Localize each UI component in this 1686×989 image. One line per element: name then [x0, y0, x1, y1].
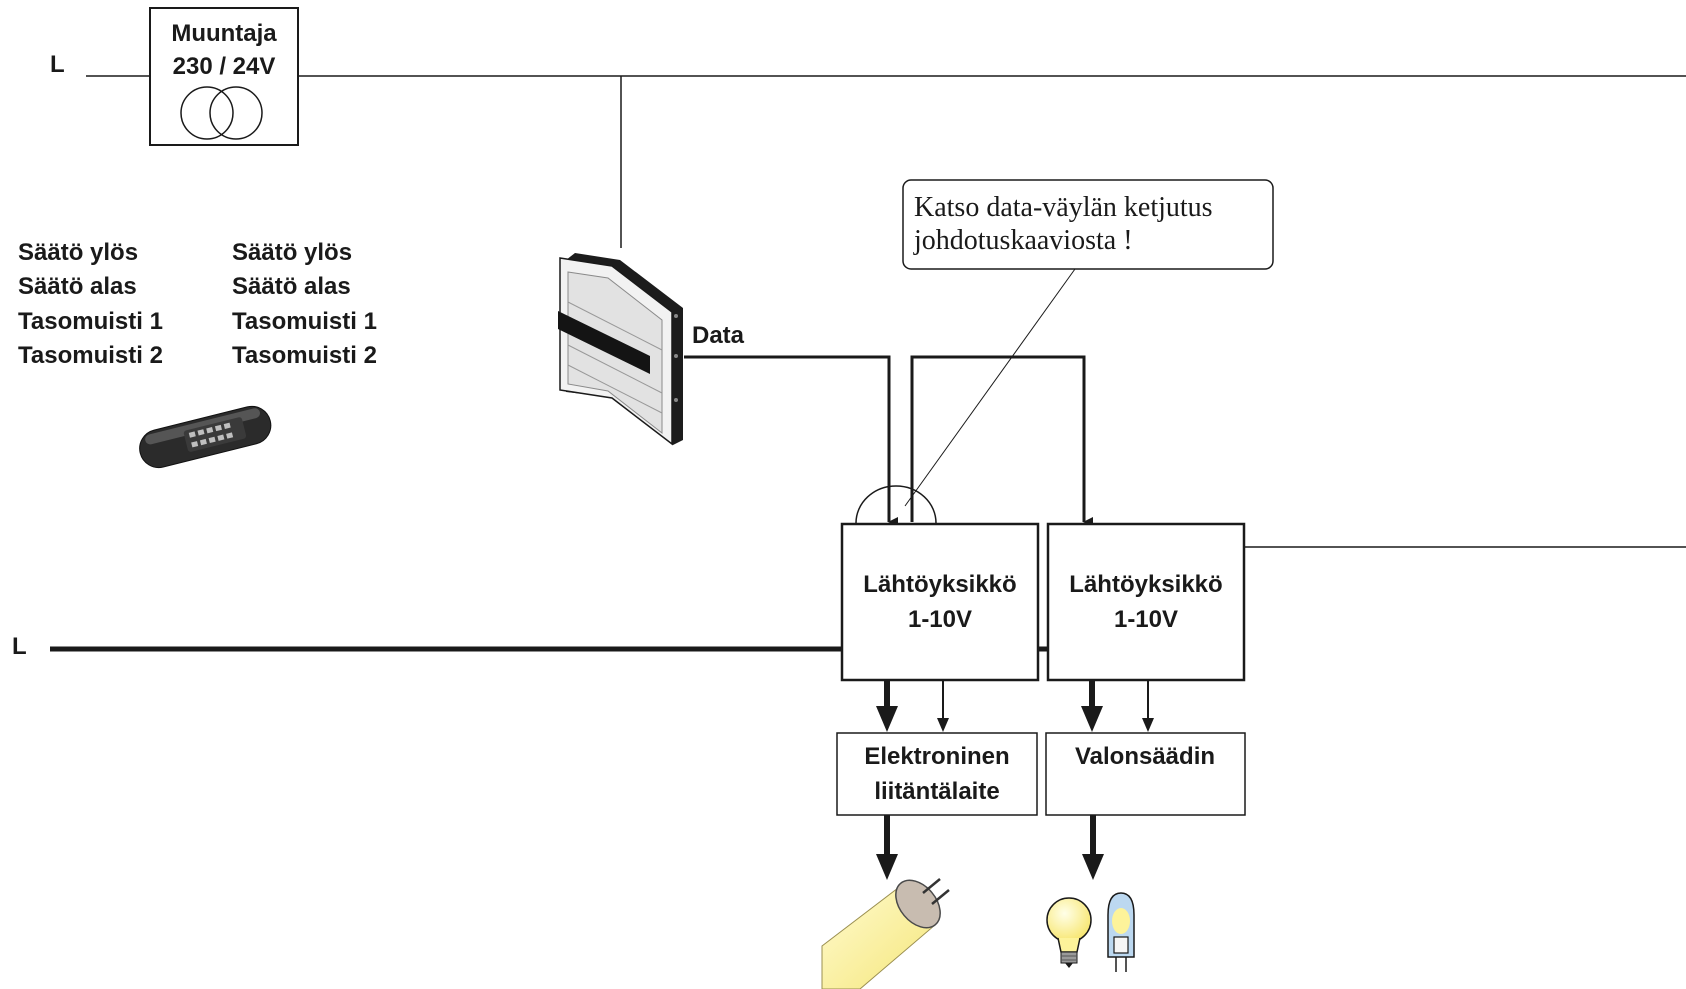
ballast-title-line-2: liitäntälaite: [874, 778, 999, 805]
dimmer-box: Valonsäädin: [1045, 732, 1246, 816]
output-unit-2-title: Lähtöyksikkö: [1069, 571, 1222, 598]
callout-leader: [904, 268, 1076, 507]
light-bulb-icon: [1046, 897, 1092, 968]
output-arrows-unit-1: [876, 680, 949, 732]
fluorescent-tube-icon: [821, 878, 950, 989]
electronic-ballast-box: Elektroninen liitäntälaite: [836, 732, 1038, 816]
data-bus-line-1: [684, 355, 898, 527]
button-label: Tasomuisti 2: [18, 342, 163, 369]
button-label: Säätö ylös: [18, 239, 138, 266]
transformer-symbol-icon: [180, 86, 263, 140]
arrow-to-bulbs: [1082, 815, 1104, 880]
button-label: Säätö ylös: [232, 239, 352, 266]
callout-text-line-2: johdotuskaaviosta !: [913, 225, 1133, 256]
button-label: Tasomuisti 2: [232, 342, 377, 369]
button-label: Säätö alas: [232, 273, 351, 300]
output-unit-1-title: Lähtöyksikkö: [863, 571, 1016, 598]
output-unit-2: Lähtöyksikkö 1-10V: [1046, 522, 1246, 682]
button-list-left: Säätö ylös Säätö alas Tasomuisti 1 Tasom…: [18, 239, 163, 369]
button-label: Tasomuisti 1: [18, 308, 163, 335]
output-unit-2-voltage: 1-10V: [1114, 606, 1178, 633]
halogen-lamp-icon: [1107, 892, 1135, 972]
arrow-to-tube: [876, 815, 898, 880]
data-label: Data: [692, 322, 745, 349]
button-list-right: Säätö ylös Säätö alas Tasomuisti 1 Tasom…: [232, 239, 377, 369]
ballast-title-line-1: Elektroninen: [864, 743, 1009, 770]
output-unit-1-voltage: 1-10V: [908, 606, 972, 633]
data-bus-line-2: [910, 355, 1093, 527]
dimmer-title: Valonsäädin: [1075, 743, 1215, 770]
button-label: Säätö alas: [18, 273, 137, 300]
line-label-bottom: L: [12, 633, 27, 660]
callout-text-line-1: Katso data-väylän ketjutus: [914, 192, 1213, 223]
output-unit-1: Lähtöyksikkö 1-10V: [840, 522, 1040, 682]
wall-switch-icon: [558, 253, 683, 446]
transformer-title: Muuntaja: [171, 20, 277, 47]
callout-note: Katso data-väylän ketjutus johdotuskaavi…: [902, 179, 1274, 270]
transformer-box: Muuntaja 230 / 24V: [149, 7, 299, 146]
button-label: Tasomuisti 1: [232, 308, 377, 335]
line-label-top: L: [50, 51, 65, 78]
transformer-rating: 230 / 24V: [173, 53, 276, 80]
remote-control-icon: [139, 405, 272, 469]
output-arrows-unit-2: [1081, 680, 1154, 732]
